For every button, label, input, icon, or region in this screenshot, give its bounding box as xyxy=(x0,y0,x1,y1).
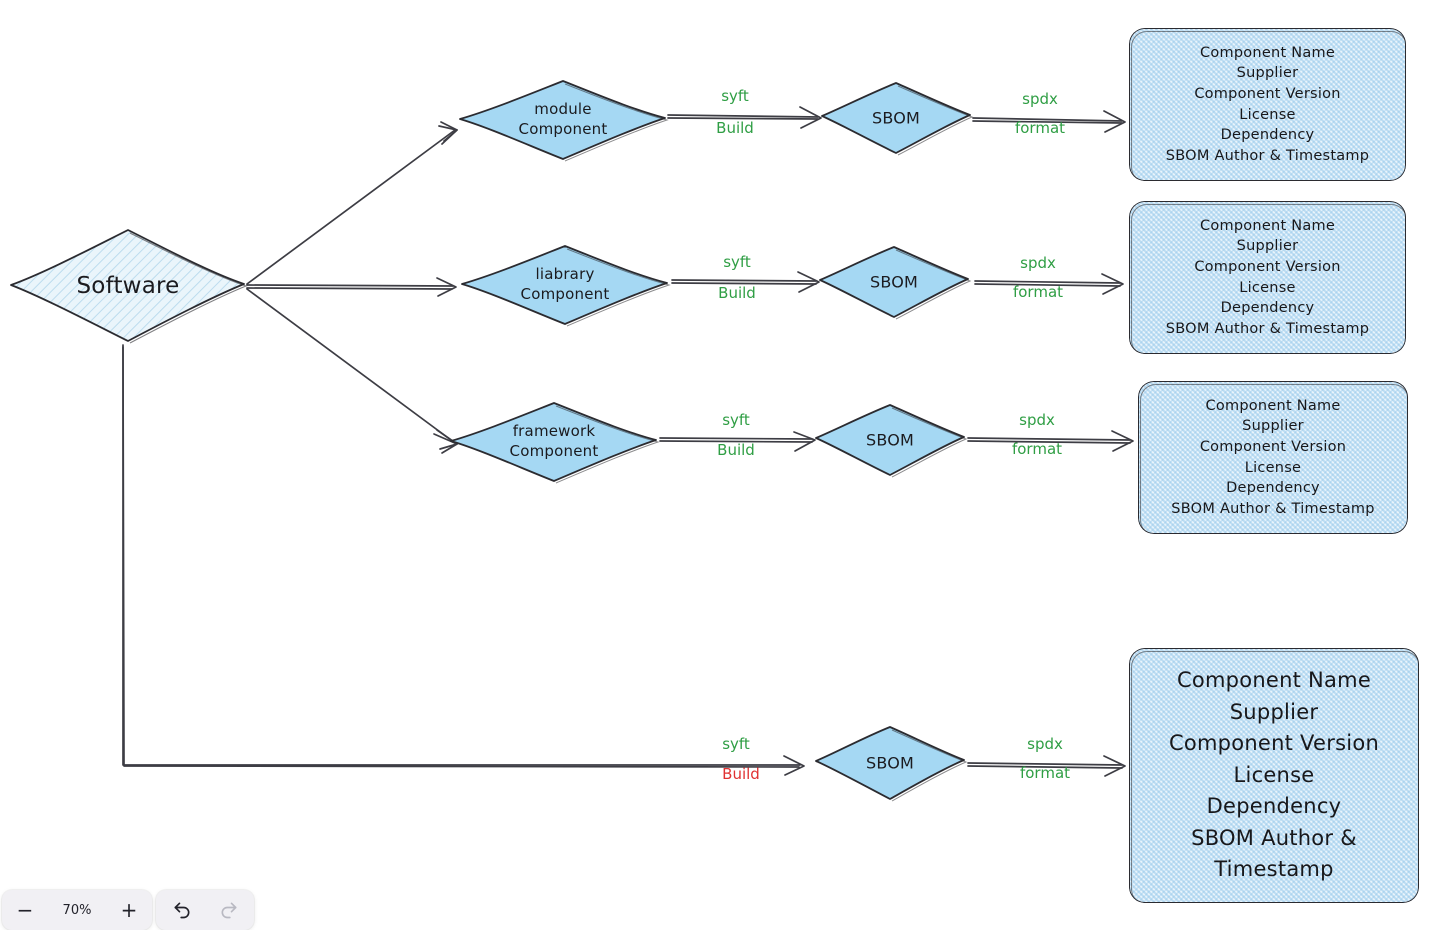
connector-software-to-module xyxy=(246,121,458,285)
output-box-4[interactable]: Component Name Supplier Component Versio… xyxy=(1129,648,1419,903)
node-software[interactable]: Software xyxy=(6,227,250,345)
connector-module-to-sbom xyxy=(667,106,822,129)
zoom-level-value[interactable]: 70% xyxy=(62,902,92,918)
output-box-3-text: Component Name Supplier Component Versio… xyxy=(1171,397,1375,517)
node-sbom-1[interactable]: SBOM xyxy=(818,80,974,156)
connector-sbom-to-output-2 xyxy=(974,273,1124,295)
output-box-1[interactable]: Component Name Supplier Component Versio… xyxy=(1129,28,1406,181)
output-box-1-text: Component Name Supplier Component Versio… xyxy=(1165,44,1370,164)
output-box-3[interactable]: Component Name Supplier Component Versio… xyxy=(1138,381,1408,534)
history-toolbar xyxy=(156,890,254,930)
connector-sbom-to-output-4 xyxy=(967,755,1126,777)
connector-software-to-library xyxy=(246,277,457,297)
undo-button[interactable] xyxy=(163,893,201,927)
output-box-4-bg xyxy=(1129,648,1419,903)
connector-library-to-sbom xyxy=(671,271,820,293)
node-sbom-2[interactable]: SBOM xyxy=(816,244,972,320)
node-sbom-3[interactable]: SBOM xyxy=(812,402,968,478)
output-box-2[interactable]: Component Name Supplier Component Versio… xyxy=(1129,201,1406,354)
node-module-component[interactable]: module Component xyxy=(456,78,670,162)
output-box-3-bg xyxy=(1138,381,1408,534)
zoom-out-button[interactable]: − xyxy=(6,893,44,927)
node-sbom-4[interactable]: SBOM xyxy=(812,724,968,802)
connector-software-to-framework xyxy=(246,288,458,454)
output-box-2-bg xyxy=(1129,201,1406,354)
redo-button[interactable] xyxy=(210,893,248,927)
node-library-component[interactable]: liabrary Component xyxy=(458,243,672,327)
connector-sbom-to-output-3 xyxy=(967,430,1134,452)
zoom-in-button[interactable]: + xyxy=(110,893,148,927)
connector-software-to-bottom-sbom xyxy=(122,344,805,776)
zoom-toolbar: − 70% + xyxy=(2,890,152,930)
output-box-4-text: Component Name Supplier Component Versio… xyxy=(1168,668,1380,882)
redo-icon xyxy=(219,900,239,920)
node-framework-component[interactable]: framework Component xyxy=(447,400,661,484)
output-box-2-text: Component Name Supplier Component Versio… xyxy=(1165,217,1370,337)
connector-framework-to-sbom xyxy=(659,431,816,452)
output-box-1-bg xyxy=(1129,28,1406,181)
undo-icon xyxy=(172,900,192,920)
connector-sbom-to-output-1 xyxy=(972,110,1126,133)
